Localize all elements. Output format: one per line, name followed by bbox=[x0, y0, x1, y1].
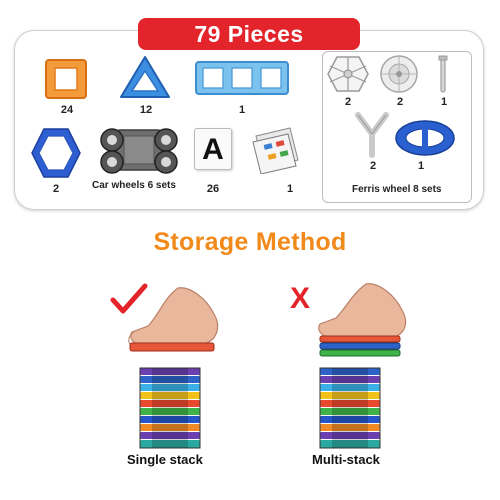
axle-rod-icon bbox=[438, 55, 448, 93]
multi-stack-label: Multi-stack bbox=[312, 452, 380, 467]
triangle-count: 12 bbox=[139, 104, 153, 116]
orange-square-tile bbox=[45, 59, 87, 99]
blue-ring-count: 1 bbox=[417, 160, 425, 172]
gear-disc-count: 2 bbox=[396, 96, 404, 108]
gear-disc-icon bbox=[380, 55, 418, 93]
blue-hexagon-tile bbox=[31, 128, 81, 178]
cross-icon: X bbox=[290, 282, 311, 315]
y-support-icon bbox=[355, 112, 389, 158]
hand-holding-single-icon bbox=[128, 287, 219, 352]
single-stack-icon bbox=[139, 367, 201, 449]
axle-rod-count: 1 bbox=[440, 96, 448, 108]
hand-holding-multi-icon bbox=[318, 283, 407, 357]
triple-square-count: 1 bbox=[238, 104, 246, 116]
ferris-wheel-caption: Ferris wheel 8 sets bbox=[352, 184, 442, 195]
car-wheels-caption: Car wheels 6 sets bbox=[92, 180, 176, 191]
y-support-count: 2 bbox=[369, 160, 377, 172]
multi-stack-icon bbox=[319, 367, 381, 449]
blue-ring-icon bbox=[395, 120, 455, 156]
hub-hexagon-icon bbox=[327, 56, 369, 92]
pieces-title-badge: 79 Pieces bbox=[138, 18, 360, 50]
check-icon bbox=[110, 283, 148, 314]
storage-method-heading: Storage Method bbox=[153, 228, 347, 256]
hub-hexagon-count: 2 bbox=[344, 96, 352, 108]
blue-triangle-tile bbox=[120, 56, 170, 98]
hexagon-count: 2 bbox=[52, 183, 60, 195]
instruction-booklet-icon bbox=[252, 127, 299, 174]
letter-card: A bbox=[194, 128, 232, 170]
square-count: 24 bbox=[60, 104, 74, 116]
single-stack-label: Single stack bbox=[127, 452, 203, 467]
car-wheels-icon bbox=[100, 128, 178, 174]
letter-card-count: 26 bbox=[206, 183, 220, 195]
booklet-count: 1 bbox=[286, 183, 294, 195]
triple-square-tile bbox=[195, 61, 289, 95]
